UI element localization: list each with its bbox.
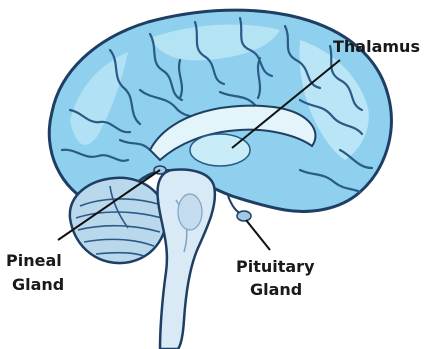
label-pituitary-line1: Pituitary xyxy=(236,257,315,276)
label-pituitary-line2: Gland xyxy=(250,280,302,299)
label-pineal-line2: Gland xyxy=(12,275,64,294)
cerebellum-outline xyxy=(70,178,166,263)
leader-line-pituitary xyxy=(246,220,270,250)
thalamus-region xyxy=(190,134,250,166)
cerebellum xyxy=(70,178,166,263)
label-pineal-line1: Pineal xyxy=(6,251,62,270)
brainstem xyxy=(158,170,215,349)
label-thalamus: Thalamus xyxy=(333,37,420,56)
